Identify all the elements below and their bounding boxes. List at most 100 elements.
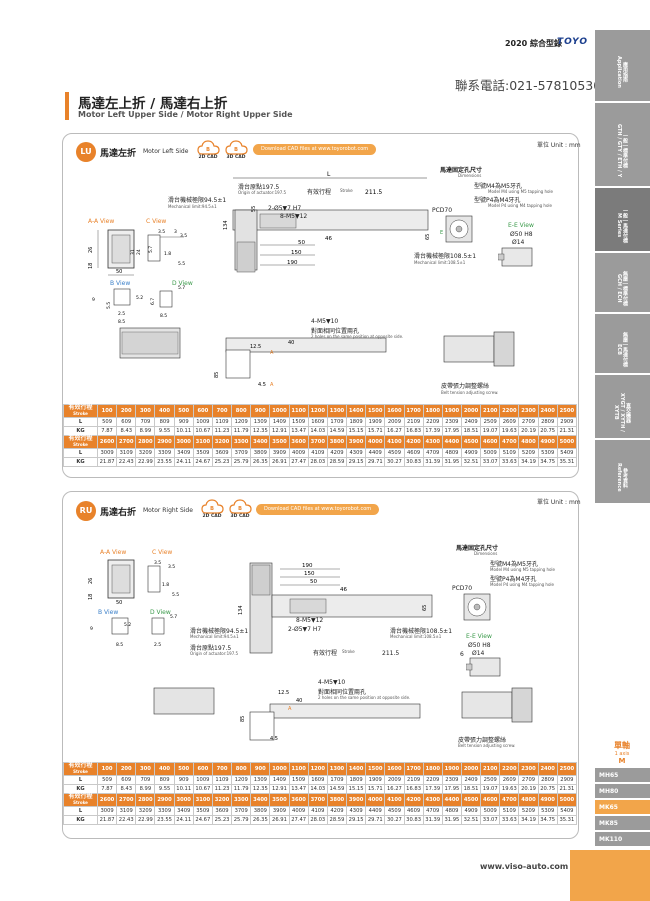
sidebar-item-application[interactable]: 應用指南 Application — [595, 30, 650, 102]
svg-text:55: 55 — [251, 206, 257, 212]
lu-stroke-cn: 有效行程 — [307, 189, 332, 196]
svg-text:211.5: 211.5 — [365, 189, 382, 196]
ru-badge: RU — [76, 501, 96, 521]
svg-text:24: 24 — [136, 249, 142, 255]
svg-text:190: 190 — [287, 260, 298, 266]
axis-en: 1 axis — [614, 751, 630, 757]
svg-text:26: 26 — [88, 578, 94, 584]
lu-lower-drawing: 12.5 40 A 4.5 85 A — [119, 327, 387, 388]
lu-mech2-en: Mechanical limit:108.5±1 — [414, 260, 466, 265]
svg-text:1.8: 1.8 — [162, 582, 169, 588]
svg-text:3.5: 3.5 — [180, 233, 187, 239]
svg-text:B: B — [206, 147, 210, 153]
sidebar-item-gch[interactable]: 無塵 | 標準付標 GCH / ECH — [595, 253, 650, 313]
svg-text:B: B — [210, 506, 214, 512]
ru-m4-cn: 型號P4為M4牙孔 — [490, 576, 537, 583]
lu-small-views-drawing: 26 18 50 31 24 3.5 3 3.5 1.8 5.5 5.7 9 5… — [88, 229, 187, 325]
lu-mech-en: Mechanical limit:94.5±1 — [168, 204, 217, 209]
svg-text:A: A — [270, 382, 274, 388]
ru-c-view: C View — [152, 549, 173, 556]
download-cad-button[interactable]: Download CAD files at www.toyorobot.com — [253, 144, 377, 155]
cloud-2d-icon — [201, 499, 224, 514]
svg-text:5.2: 5.2 — [124, 622, 131, 628]
ru-pcd: PCD70 — [452, 585, 473, 592]
lu-m4-cn: 型號P4為M4牙孔 — [474, 197, 521, 204]
ru-hole-spec: 4-M5▼10 — [318, 679, 346, 686]
sidebar-item-reference[interactable]: 參考資料 Reference — [595, 440, 650, 504]
svg-text:40: 40 — [288, 340, 294, 346]
lu-m5-en: Model M4 using M5 tapping hole — [488, 189, 554, 194]
axis-m: M — [618, 757, 626, 765]
svg-text:150: 150 — [291, 250, 302, 256]
svg-text:26: 26 — [88, 247, 94, 253]
ru-download-cad-button[interactable]: Download CAD files at www.toyorobot.com — [256, 504, 380, 515]
svg-text:5.7: 5.7 — [148, 246, 154, 253]
lu-subtitle: Motor Left Side — [143, 148, 189, 155]
svg-text:65: 65 — [422, 605, 428, 611]
sidebar-model-mk110[interactable]: MK110 — [595, 832, 650, 847]
sidebar-item-xyg[interactable]: 直交機器 XYGT / XYTH / XYTB — [595, 375, 650, 439]
footer-accent — [570, 850, 650, 901]
sidebar-model-mh80[interactable]: MH80 — [595, 784, 650, 799]
ru-small-views-drawing: 26 18 50 3.5 3.5 1.8 5.5 9 8.5 5.2 5.7 2… — [88, 559, 179, 648]
svg-text:B: B — [238, 506, 242, 512]
stroke-label: 有效行程 — [68, 404, 93, 411]
lu-hole-spec: 4-M5▼10 — [311, 318, 339, 325]
ru-mech-en: Mechanical limit:94.5±1 — [190, 634, 239, 639]
svg-text:9: 9 — [90, 626, 93, 632]
svg-text:46: 46 — [340, 587, 347, 593]
svg-text:85: 85 — [240, 716, 246, 722]
ru-flange-drawing — [463, 593, 491, 621]
lu-panel — [62, 133, 579, 478]
svg-text:40: 40 — [296, 698, 302, 704]
svg-text:134: 134 — [223, 220, 229, 230]
page-title: 馬達左上折 / 馬達右上折 — [78, 96, 228, 112]
sidebar-model-mk85[interactable]: MK85 — [595, 816, 650, 831]
sidebar-item-ecb[interactable]: 無塵 | 馬達付標 ECB — [595, 314, 650, 374]
svg-text:190: 190 — [302, 563, 313, 569]
svg-text:5.5: 5.5 — [178, 261, 185, 267]
lu-main-drawing: L 50 150 190 46 134 55 65 211.5 — [223, 171, 431, 273]
svg-text:3.5: 3.5 — [168, 564, 175, 570]
svg-text:46: 46 — [325, 236, 332, 242]
ru-m4-en: Model P4 using M4 tapping hole — [490, 582, 554, 587]
lu-mech-cn: 滑台機械極限94.5±1 — [168, 197, 227, 204]
sidebar-model-mk65-active[interactable]: MK65 — [595, 800, 650, 815]
catalog-year: 2020 綜合型錄 — [504, 39, 562, 48]
ru-mech2-cn: 滑台機械極限108.5±1 — [390, 628, 453, 635]
footer-url[interactable]: www.viso-auto.com — [480, 862, 569, 871]
ru-hole-en: 2 holes on the same position at opposite… — [318, 695, 411, 700]
svg-text:18: 18 — [88, 594, 94, 600]
svg-text:12.5: 12.5 — [250, 344, 261, 350]
brand-logo: TOYO — [557, 37, 588, 47]
ru-mount-title: 馬達固定孔尺寸 — [456, 545, 499, 552]
ru-main-drawing: 190 150 50 46 134 65 — [238, 562, 433, 654]
ru-dim-6: 6 — [460, 651, 464, 658]
svg-text:85: 85 — [214, 372, 220, 378]
sidebar-item-gth[interactable]: 一般 | 標準付標 GTH / GTY / ETH / Y — [595, 103, 650, 187]
axis-cn: 單軸 — [614, 741, 630, 750]
sidebar-item-m-series[interactable]: 一般 | 馬達付標 M Series — [595, 188, 650, 252]
svg-text:12.5: 12.5 — [278, 690, 289, 696]
lu-mech2-cn: 滑台機械極限108.5±1 — [414, 253, 477, 260]
stroke-label-en: Stroke — [73, 411, 88, 416]
ru-cad-cloud-icons[interactable]: B B — [200, 497, 260, 519]
ru-m5-cn: 型號M4為M5牙孔 — [490, 561, 538, 568]
cad-cloud-icons[interactable]: B B — [196, 138, 256, 160]
lu-shaft: Ø14 — [512, 239, 525, 246]
ru-hole-cn: 對面相同位置兩孔 — [318, 689, 367, 696]
lu-b-view: B View — [110, 280, 131, 287]
ru-mech2-en: Mechanical limit:108.5±1 — [390, 634, 442, 639]
svg-text:5.5: 5.5 — [172, 592, 179, 598]
cloud-2d-icon — [197, 140, 220, 155]
lu-c-view: C View — [146, 218, 167, 225]
svg-text:5.7: 5.7 — [170, 614, 177, 620]
svg-text:4.5: 4.5 — [258, 382, 266, 388]
sidebar-model-mh65[interactable]: MH65 — [595, 768, 650, 783]
ru-subtitle: Motor Right Side — [143, 507, 193, 514]
